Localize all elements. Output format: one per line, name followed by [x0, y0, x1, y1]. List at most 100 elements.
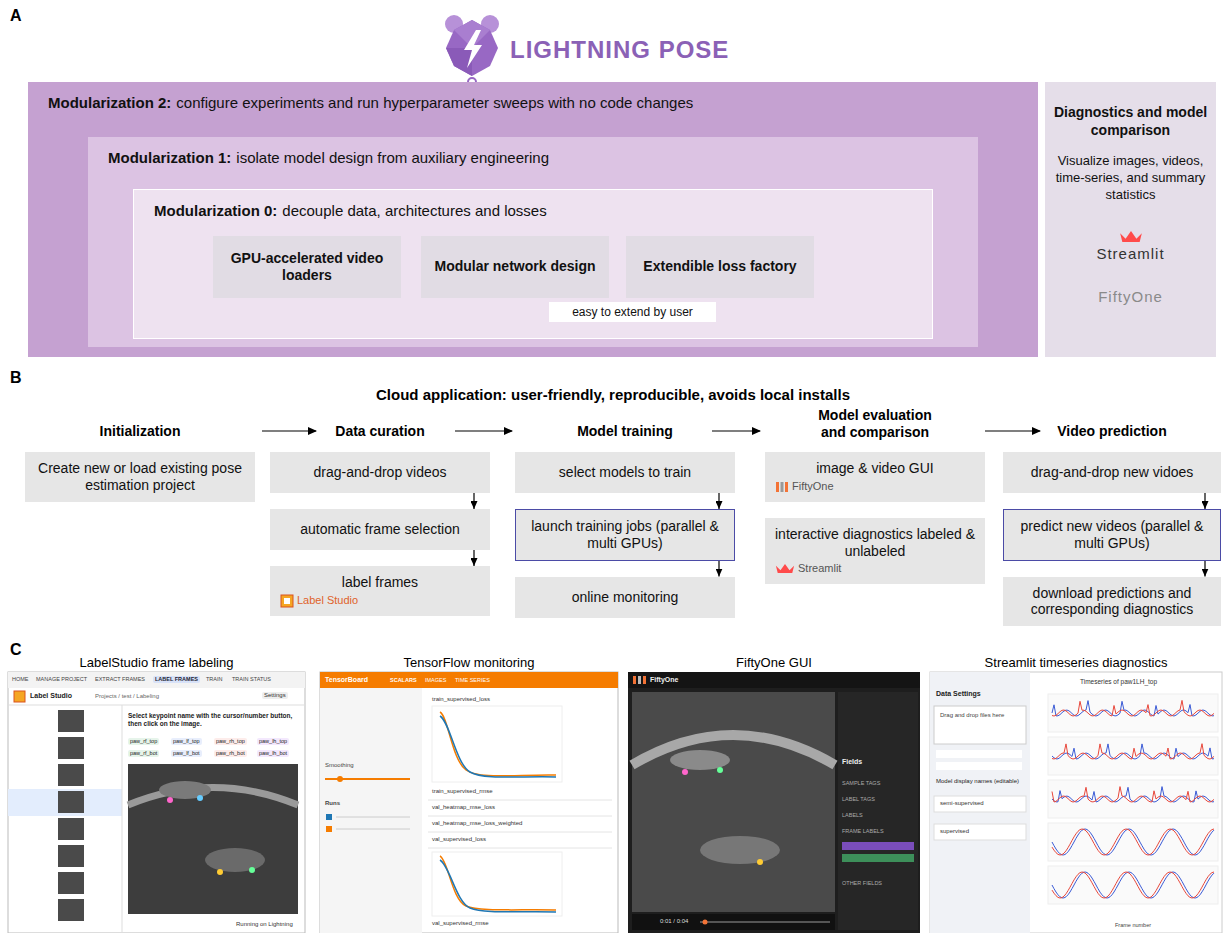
- timeseries-line: [1052, 787, 1214, 802]
- screenshot-text: paw_lf_bot: [171, 750, 202, 757]
- node-text: image & video GUI: [816, 460, 934, 477]
- node-text: Modularization 0:: [154, 202, 277, 219]
- node-subtext: configure experiments and run hyperparam…: [176, 94, 693, 111]
- node-text: drag-and-drop videos: [313, 464, 446, 481]
- screenshot-text: Label Studio: [30, 692, 72, 700]
- screenshot-text: val_supervised_rmse: [432, 920, 489, 927]
- screenshot-text: Running on Lightning: [236, 921, 293, 928]
- node-text: label frames: [342, 574, 418, 591]
- node-subtext: Streamlit: [798, 562, 841, 575]
- panel-letter: C: [10, 640, 30, 659]
- step-heading: Model training: [565, 423, 685, 440]
- screenshot-text: paw_rf_bot: [128, 750, 159, 757]
- node-text: easy to extend by user: [572, 305, 693, 319]
- step-heading: Data curation: [320, 423, 440, 440]
- screenshot-text: TRAIN STATUS: [232, 676, 271, 683]
- side-panel: Diagnostics and model comparisonVisualiz…: [1045, 82, 1216, 357]
- screenshot-text: Frame number: [1115, 922, 1151, 929]
- screenshot-text: paw_rf_top: [128, 738, 159, 745]
- labelstudio-screenshot: [8, 672, 305, 933]
- screenshot-text: train_supervised_loss: [432, 696, 490, 703]
- timeseries-line: [1052, 829, 1214, 855]
- component-box: Extendible loss factory: [626, 236, 814, 298]
- step-box: online monitoring: [515, 577, 735, 618]
- screenshot-text: val_supervised_loss: [432, 836, 486, 843]
- flow-arrow: [718, 493, 719, 509]
- screenshot-text: TensorBoard: [325, 676, 368, 684]
- logo-group: Streamlit: [1096, 230, 1164, 262]
- tensorboard-screenshot: [320, 672, 618, 933]
- step-box: drag-and-drop videos: [270, 452, 490, 493]
- screenshot-text: supervised: [940, 828, 969, 835]
- note-box: easy to extend by user: [549, 302, 716, 322]
- screenshot-text: Fields: [842, 758, 862, 766]
- screenshot-title: LabelStudio frame labeling: [8, 655, 305, 671]
- node-text: GPU-accelerated video loaders: [223, 250, 391, 285]
- screenshot-text: OTHER FIELDS: [842, 880, 882, 887]
- screenshot-text: paw_rh_bot: [214, 750, 247, 757]
- screenshot-text: paw_lf_top: [171, 738, 202, 745]
- node-text: Modular network design: [434, 258, 595, 276]
- node-text: launch training jobs (parallel & multi G…: [526, 518, 724, 552]
- timeseries-line: [1052, 872, 1214, 898]
- node-text: automatic frame selection: [300, 521, 460, 538]
- screenshot-text: SCALARS: [390, 677, 417, 684]
- screenshot-text: LABEL TAGS: [842, 796, 875, 803]
- screenshot-text: Timeseries of paw1LH_top: [1080, 678, 1157, 686]
- flow-arrow: [1204, 493, 1205, 509]
- module-layer: Modularization 2:configure experiments a…: [28, 82, 1038, 357]
- screenshot-text: Settings: [262, 692, 288, 699]
- panel-letter: B: [10, 368, 30, 387]
- screenshot-text: LABELS: [842, 812, 863, 819]
- step-box: drag-and-drop new vidoes: [1003, 452, 1221, 493]
- component-box: GPU-accelerated video loaders: [213, 236, 401, 298]
- screenshot-text: Smoothing: [325, 762, 354, 769]
- screenshot-text: Select keypoint name with the cursor/num…: [128, 712, 298, 728]
- step-heading: Video prediction: [1047, 423, 1177, 440]
- streamlit-icon: [775, 563, 795, 574]
- screenshot-text: IMAGES: [425, 677, 446, 684]
- logo-group: FiftyOne: [775, 480, 834, 494]
- node-text: predict new videos (parallel & multi GPU…: [1014, 518, 1210, 552]
- step-box: label framesLabel Studio: [270, 566, 490, 616]
- module-layer: Modularization 0:decouple data, architec…: [133, 189, 933, 339]
- screenshot-text: FRAME LABELS: [842, 828, 884, 835]
- step-box: Create new or load existing pose estimat…: [25, 452, 255, 502]
- screenshot-text: Projects / test / Labeling: [95, 693, 159, 700]
- section-title: Cloud application: user-friendly, reprod…: [263, 386, 963, 404]
- timeseries-line: [1052, 829, 1214, 855]
- module-layer: Modularization 1: isolate model design fr…: [88, 137, 978, 347]
- timeseries-line: [1052, 700, 1214, 716]
- screenshot-text: Model display names (editable): [936, 778, 1024, 785]
- screenshot-title: Streamlit timeseries diagnostics: [930, 655, 1222, 671]
- step-box: interactive diagnostics labeled & unlabe…: [765, 518, 985, 584]
- timeseries-line: [1052, 744, 1214, 759]
- step-box: select models to train: [515, 452, 735, 493]
- node-text: drag-and-drop new vidoes: [1031, 464, 1194, 481]
- screenshot-text: Data Settings: [936, 690, 981, 698]
- fiftyone-screenshot: [628, 672, 920, 933]
- node-text: Diagnostics and model comparison: [1053, 104, 1208, 139]
- node-text: download predictions and corresponding d…: [1013, 585, 1211, 619]
- heading-line: Modularization 2:configure experiments a…: [48, 94, 1018, 112]
- node-subtext: Visualize images, videos, time-series, a…: [1053, 153, 1208, 204]
- streamlit-screenshot: [930, 672, 1222, 933]
- screenshot-text: Runs: [325, 800, 340, 807]
- screenshot-title: TensorFlow monitoring: [320, 655, 618, 671]
- node-subtext: isolate model design from auxiliary engi…: [236, 149, 549, 166]
- screenshot-text: semi-supervised: [940, 800, 984, 807]
- node-text: online monitoring: [572, 589, 679, 606]
- step-box: launch training jobs (parallel & multi G…: [515, 509, 735, 561]
- node-text: Modularization 1:: [108, 149, 231, 166]
- screenshot-text: Drag and drop files here: [940, 712, 1024, 719]
- step-box: download predictions and corresponding d…: [1003, 577, 1221, 627]
- logo-group: Streamlit: [775, 562, 841, 575]
- step-box: automatic frame selection: [270, 509, 490, 550]
- screenshot-text: FiftyOne: [650, 676, 678, 684]
- node-subtext: FiftyOne: [792, 480, 834, 493]
- screenshot-text: train_supervised_rmse: [432, 788, 493, 795]
- screenshot-text: MANAGE PROJECT: [36, 676, 87, 683]
- flow-arrow: [473, 493, 474, 509]
- node-subtext: FiftyOne: [1098, 288, 1163, 305]
